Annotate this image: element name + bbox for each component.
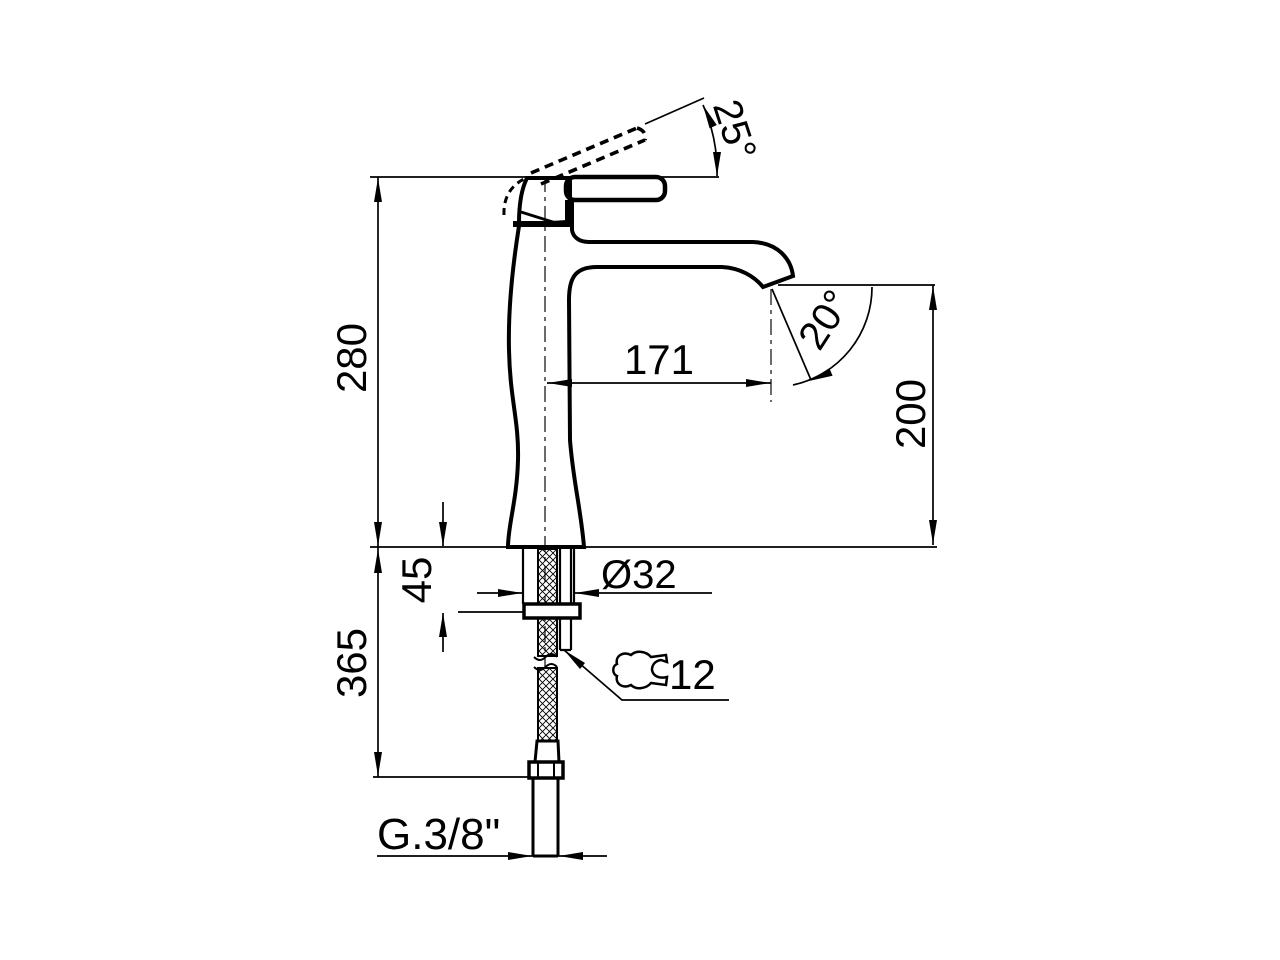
arrow-right-icon [498,589,522,597]
handle-open-tip [636,126,648,141]
arrow-arc-icon [703,105,717,129]
arrow-down-icon [439,522,447,546]
dim-outlet-angle-20: 20° [771,283,873,386]
angle-20-ref-line [771,288,812,381]
dim-200-label: 200 [887,379,934,449]
dim-spout-reach-171: 171 [547,336,771,387]
dim-45-label: 45 [393,557,440,604]
faucet-outline [505,174,796,549]
wrench-icon [612,650,669,690]
dim-280-label: 280 [328,323,375,393]
arrow-up-icon [929,286,937,310]
dim-diameter-32: Ø32 [477,553,712,597]
shank-walls [521,549,576,604]
faucet-body-spout [505,200,796,549]
dim-deck-thickness-45: 45 [393,502,447,652]
hose-upper [537,548,558,605]
reference-lines [370,176,937,778]
handle-open-pivot-arc [502,177,525,216]
angle-20-arc [792,286,873,386]
arrow-up-icon [374,549,382,573]
hose-collar [533,739,561,764]
arrow-right-icon [746,379,770,387]
arrow-arc-icon [809,368,833,381]
arrow-right-icon [508,852,532,860]
threaded-stud [558,549,573,652]
dim-thread-g38: G.3/8" [377,810,607,860]
hose-lower [537,667,558,742]
dim-handle-angle-25: 25° [644,94,765,177]
angle-25-ref-line [644,97,705,125]
dim-total-height-365: 365 [328,547,382,777]
arrow-down-icon [929,520,937,544]
hose-hex-nut [527,760,565,780]
angle-25-label: 25° [704,94,765,165]
arrow-left-icon [548,379,572,387]
arrow-down-icon [374,522,382,546]
angle-20-label: 20° [790,283,860,358]
dim-spout-height-200: 200 [887,285,937,545]
leader-line [563,649,729,701]
arrow-leader-icon [564,650,585,669]
dim-365-label: 365 [328,628,375,698]
hose-mid [537,617,558,657]
arrow-down-icon [374,752,382,776]
thread-label: G.3/8" [377,810,500,859]
connection-tube [531,778,560,858]
mounting-shank [521,548,582,858]
arrow-down-icon [713,152,721,176]
dim-height-280: 280 [328,177,382,547]
wrench-size-label: 12 [669,651,716,698]
mounting-nut [522,602,582,620]
dim-32-label: Ø32 [601,553,677,597]
hex-facets [537,762,555,778]
arrow-up-icon [439,613,447,637]
arrow-left-icon [575,589,599,597]
handle-lever [563,174,668,203]
callout-wrench-12: 12 [563,649,729,701]
arrow-up-icon [374,178,382,202]
handle-open-top-edge [530,126,638,175]
arrow-left-icon [559,852,583,860]
dim-171-label: 171 [624,336,694,383]
